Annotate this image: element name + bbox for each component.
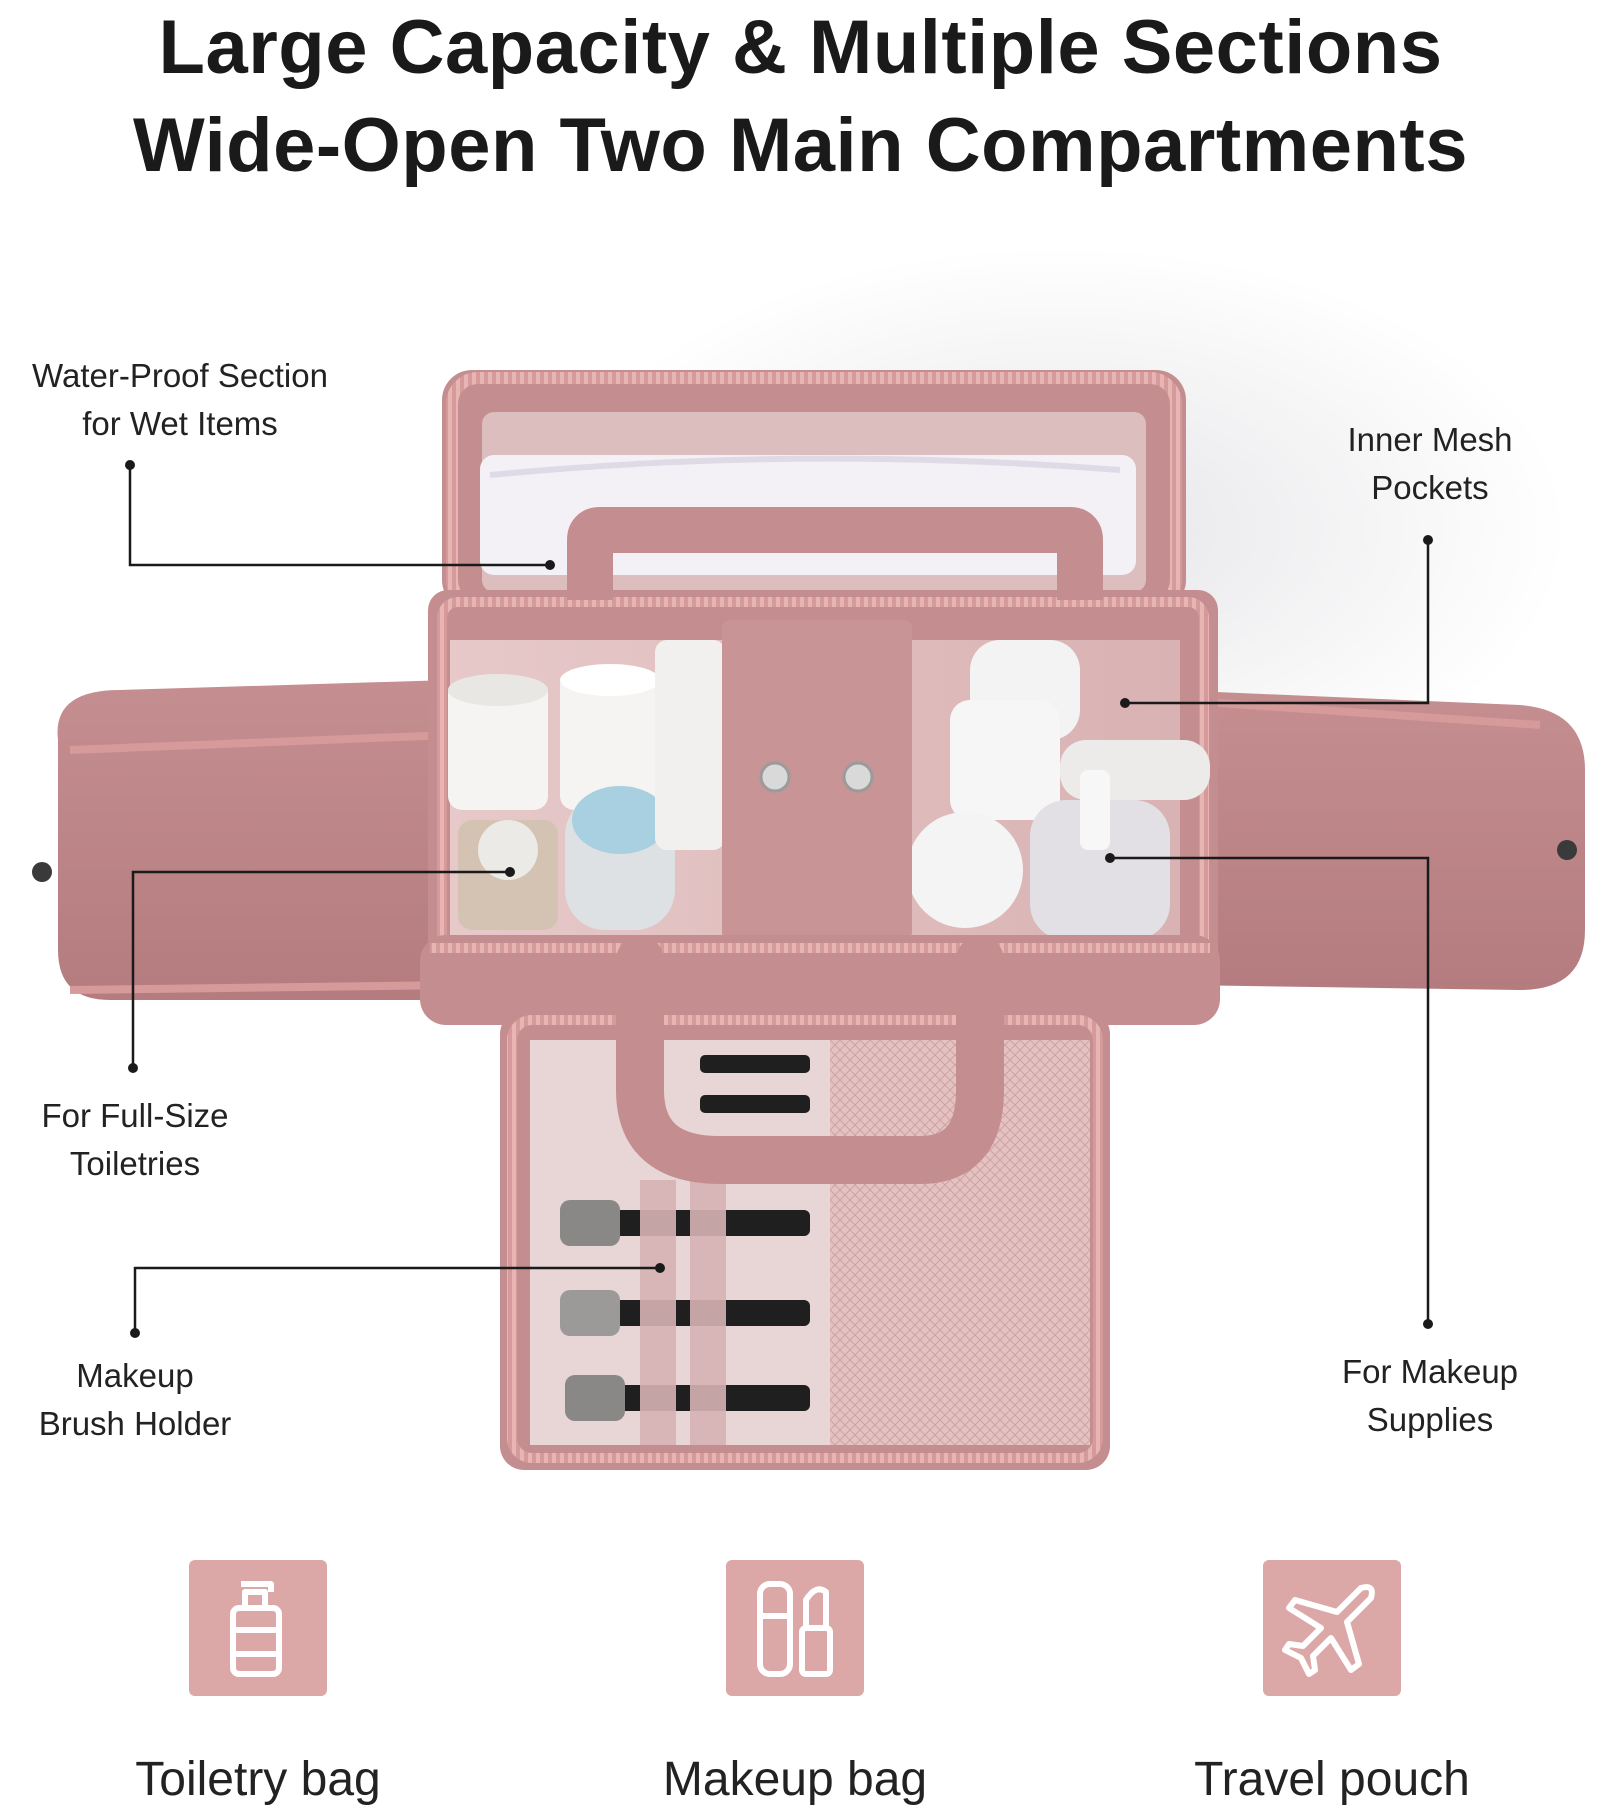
callout-water-proof-line-1: Water-Proof Section [32, 357, 328, 394]
callout-inner-mesh: Inner Mesh Pockets [1300, 416, 1560, 512]
callout-makeup-supplies-line-2: Supplies [1366, 1401, 1494, 1438]
brush-holder-leader [133, 1266, 660, 1333]
pump-bottle-icon [230, 1581, 282, 1677]
callout-full-size: For Full-Size Toiletries [10, 1092, 260, 1188]
airplane-icon [1282, 1584, 1375, 1677]
feature-tile [189, 1560, 327, 1696]
callout-brush-holder-line-2: Brush Holder [38, 1405, 232, 1442]
callout-full-size-line-2: Toiletries [69, 1145, 201, 1182]
callout-brush-holder-line-1: Makeup [76, 1357, 194, 1394]
feature-makeup-bag: Makeup bag [615, 1560, 975, 1808]
callout-makeup-supplies-line-1: For Makeup [1341, 1353, 1519, 1390]
water-proof-leader [128, 465, 550, 567]
feature-label: Travel pouch [1194, 1753, 1470, 1806]
headline-line-1: Large Capacity & Multiple Sections [158, 5, 1443, 90]
callout-water-proof-line-2: for Wet Items [82, 405, 278, 442]
callout-inner-mesh-line-1: Inner Mesh [1347, 421, 1513, 458]
callout-full-size-line-1: For Full-Size [41, 1097, 229, 1134]
callout-makeup-supplies: For Makeup Supplies [1300, 1348, 1560, 1444]
left-flap [32, 680, 460, 1000]
callout-brush-holder: Makeup Brush Holder [10, 1352, 260, 1448]
feature-tile [1263, 1560, 1401, 1696]
right-bottles [907, 640, 1210, 940]
full-size-leader [131, 870, 510, 1068]
feature-tile [726, 1560, 864, 1696]
feature-label: Toiletry bag [135, 1753, 381, 1806]
lipstick-icon [757, 1581, 833, 1677]
callout-water-proof: Water-Proof Section for Wet Items [10, 352, 350, 448]
feature-toiletry-bag: Toiletry bag [78, 1560, 438, 1808]
inner-mesh-leader [1125, 540, 1430, 705]
feature-label: Makeup bag [662, 1753, 928, 1806]
feature-travel-pouch: Travel pouch [1152, 1560, 1512, 1808]
makeup-supplies-leader [1110, 856, 1430, 1324]
callout-inner-mesh-line-2: Pockets [1371, 469, 1489, 506]
headline-line-2: Wide-Open Two Main Compartments [133, 103, 1468, 188]
